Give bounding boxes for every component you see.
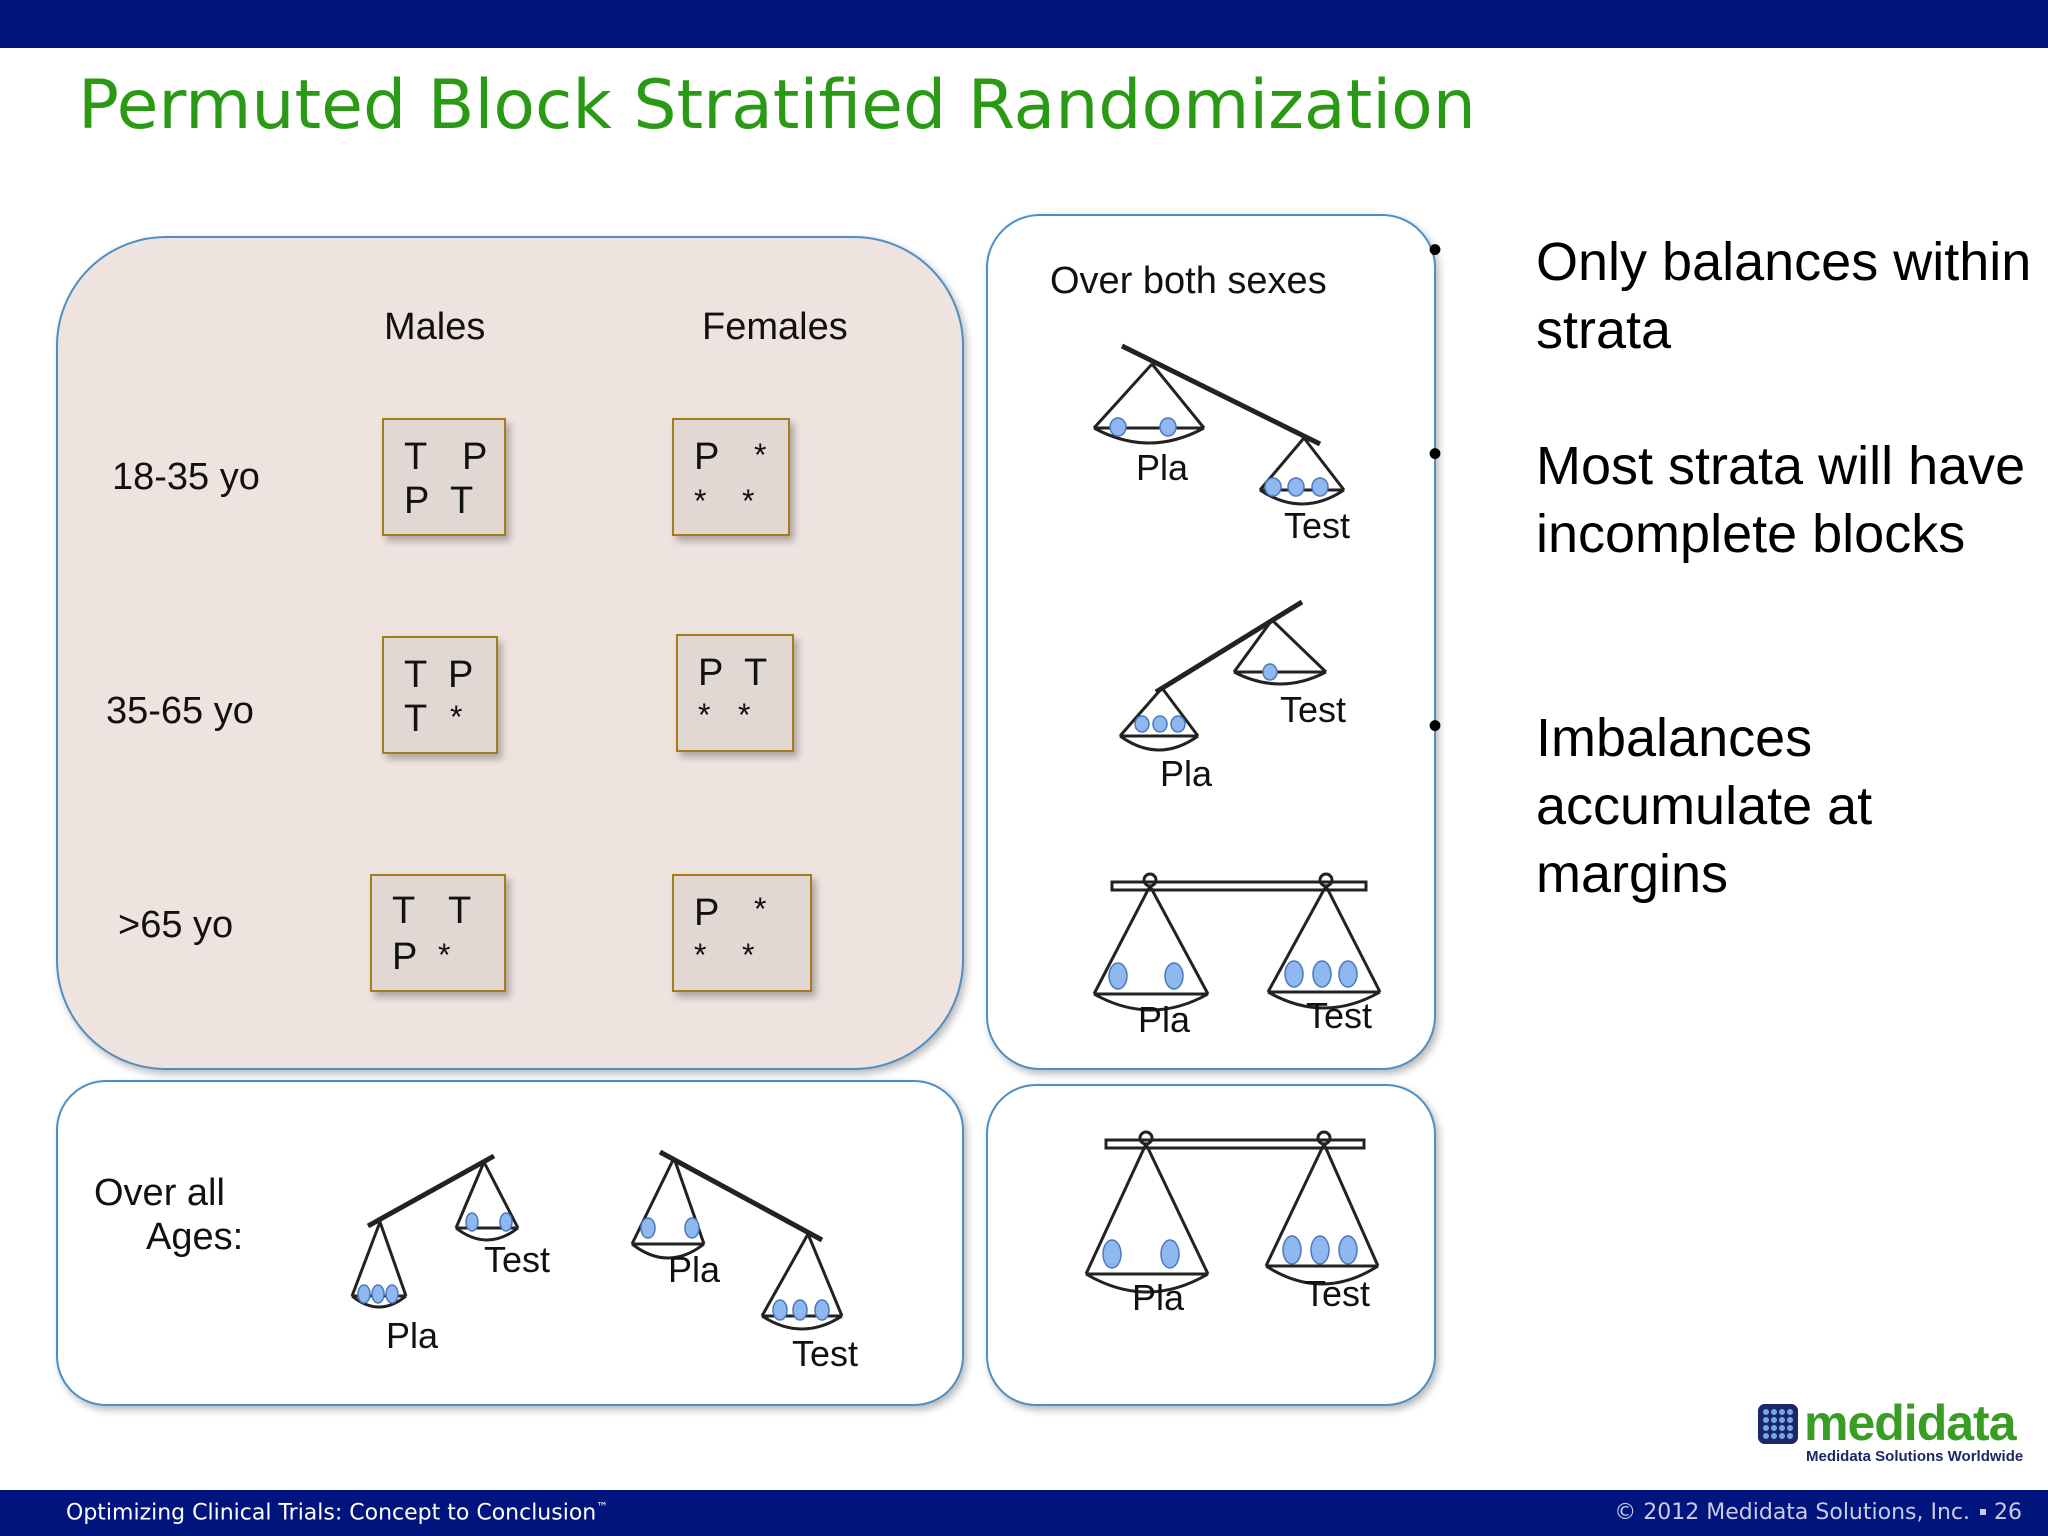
strata-panel: [56, 236, 964, 1070]
trademark-symbol: ™: [596, 1500, 609, 1514]
balance-scale-icon: Pla Test: [1092, 343, 1350, 546]
copyright-text: © 2012 Medidata Solutions, Inc.: [1614, 1500, 1970, 1525]
block-males-over-65: T T P *: [370, 874, 506, 992]
block-cell: *: [754, 891, 767, 927]
page-number: 26: [1994, 1500, 2022, 1525]
footer-bar: Optimizing Clinical Trials: Concept to C…: [0, 1490, 2048, 1536]
overall-panel: [986, 1084, 1436, 1406]
logo-wordmark: medidata: [1804, 1395, 2017, 1451]
block-cell: P: [392, 936, 418, 978]
pla-label: Pla: [1138, 999, 1191, 1040]
block-males-18-35: T P P T: [382, 418, 506, 536]
bullet-text: Imbalances accumulate at margins: [1536, 708, 1873, 904]
bullet-dot: •: [1428, 432, 1443, 476]
block-cell: P: [462, 436, 488, 478]
bullet-dot: •: [1428, 228, 1443, 272]
separator-square-icon: [1980, 1509, 1986, 1515]
block-cell: P: [448, 654, 474, 696]
block-cell: T: [450, 480, 474, 522]
row-label-18-35: 18-35 yo: [112, 456, 260, 498]
block-cell: P: [694, 436, 720, 478]
sexes-panel: [986, 214, 1436, 1070]
block-females-18-35: P * * *: [672, 418, 790, 536]
medidata-grid-icon: [1758, 1404, 1798, 1444]
pla-label: Pla: [668, 1249, 721, 1290]
test-label: Test: [1284, 505, 1350, 546]
block-cell: *: [754, 437, 767, 473]
test-label: Test: [484, 1239, 550, 1280]
footer-copyright: © 2012 Medidata Solutions, Inc. 26: [1614, 1500, 2022, 1525]
block-cell: *: [438, 937, 451, 973]
block-cell: T: [744, 652, 768, 694]
block-cell: *: [742, 937, 755, 973]
block-cell: T: [404, 436, 428, 478]
footer-course-text: Optimizing Clinical Trials: Concept to C…: [66, 1500, 597, 1526]
block-cell: T: [404, 654, 428, 696]
balance-scale-icon: Pla Test: [350, 1153, 550, 1356]
logo-tagline: Medidata Solutions Worldwide: [1806, 1448, 2024, 1465]
pla-label: Pla: [386, 1315, 439, 1356]
column-header-females: Females: [702, 306, 848, 348]
row-label-over-65: >65 yo: [118, 904, 234, 946]
footer-course-title: Optimizing Clinical Trials: Concept to C…: [66, 1500, 608, 1525]
balance-scale-icon: Pla Test: [1092, 872, 1382, 1040]
block-cell: P: [698, 652, 724, 694]
block-cell: *: [698, 697, 711, 733]
row-label-35-65: 35-65 yo: [106, 690, 254, 732]
test-label: Test: [1304, 1273, 1370, 1314]
test-label: Test: [792, 1333, 858, 1374]
balance-scale-icon: Pla Test: [1084, 1130, 1380, 1318]
block-cell: P: [694, 892, 720, 934]
medidata-logo: medidata Medidata Solutions Worldwide: [1758, 1395, 2023, 1470]
balance-scale-icon: Pla Test: [630, 1149, 858, 1374]
pla-label: Pla: [1136, 447, 1189, 488]
bullet-text: Only balances within strata: [1536, 232, 2032, 360]
bullet-text: Most strata will have incomplete blocks: [1536, 436, 2026, 564]
block-cell: *: [694, 937, 707, 973]
block-cell: *: [742, 483, 755, 519]
block-cell: T: [392, 890, 416, 932]
block-cell: T: [448, 890, 472, 932]
block-males-35-65: T P T *: [382, 636, 498, 754]
block-cell: *: [450, 699, 463, 735]
ages-panel-title-line2: Ages:: [146, 1216, 244, 1258]
column-header-males: Males: [384, 306, 486, 348]
block-cell: P: [404, 480, 430, 522]
block-cell: T: [404, 698, 428, 740]
block-females-over-65: P * * *: [672, 874, 812, 992]
test-label: Test: [1306, 995, 1372, 1036]
header-bar: [0, 0, 2048, 48]
block-females-35-65: P T * *: [676, 634, 794, 752]
pla-label: Pla: [1160, 753, 1213, 794]
block-cell: *: [694, 483, 707, 519]
test-label: Test: [1280, 689, 1346, 730]
ages-panel-title-line1: Over all: [94, 1172, 225, 1214]
bullet-dot: •: [1428, 704, 1443, 748]
pla-label: Pla: [1132, 1277, 1185, 1318]
slide-title: Permuted Block Stratified Randomization: [78, 66, 1476, 145]
balance-scale-icon: Pla Test: [1118, 599, 1346, 794]
block-cell: *: [738, 697, 751, 733]
sexes-panel-title: Over both sexes: [1050, 260, 1327, 302]
